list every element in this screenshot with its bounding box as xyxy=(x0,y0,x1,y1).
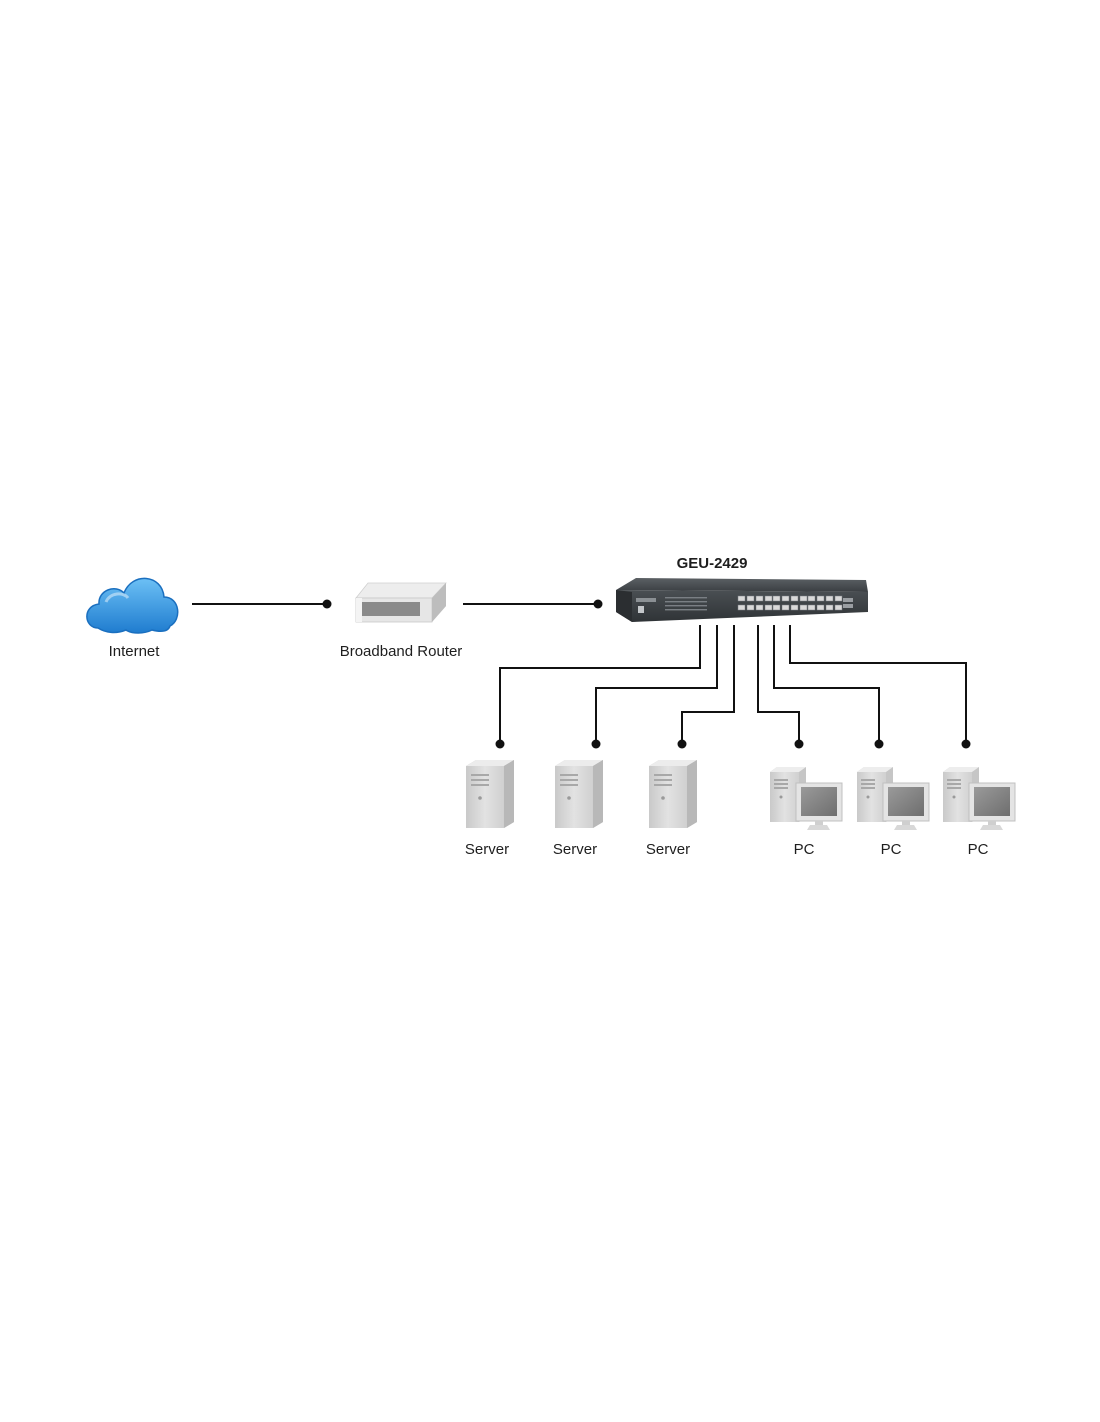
wire-switch-pc-1 xyxy=(757,625,800,742)
router-icon xyxy=(355,582,447,623)
server-icon xyxy=(466,760,514,828)
connector-dot xyxy=(677,739,687,749)
pc-icon xyxy=(856,766,930,831)
device-label: PC xyxy=(968,841,989,858)
wire-switch-server-2 xyxy=(595,625,718,742)
router-label: Broadband Router xyxy=(340,643,463,660)
connector-dot xyxy=(591,739,601,749)
switch-model-label: GEU-2429 xyxy=(677,555,748,572)
pc-icon xyxy=(769,766,843,831)
connection-lines xyxy=(192,599,971,749)
internet-label: Internet xyxy=(109,643,161,660)
switch-icon xyxy=(616,578,868,622)
device-server-2: Server xyxy=(553,760,603,858)
wire-switch-server-1 xyxy=(499,625,701,742)
device-label: PC xyxy=(881,841,902,858)
device-server-3: Server xyxy=(646,760,697,858)
device-pc-2: PC xyxy=(856,766,930,858)
device-label: Server xyxy=(465,841,509,858)
wire-switch-pc-3 xyxy=(789,625,967,742)
connector-dot xyxy=(794,739,804,749)
device-pc-1: PC xyxy=(769,766,843,858)
switch-node: GEU-2429 xyxy=(616,555,868,622)
device-label: Server xyxy=(646,841,690,858)
cloud-icon xyxy=(86,577,179,634)
device-server-1: Server xyxy=(465,760,514,858)
wire-switch-server-3 xyxy=(681,625,735,742)
wire-switch-pc-2 xyxy=(773,625,880,742)
connector-dot xyxy=(961,739,971,749)
device-label: Server xyxy=(553,841,597,858)
internet-node: Internet xyxy=(86,577,179,660)
connector-dot xyxy=(874,739,884,749)
connector-dot xyxy=(495,739,505,749)
router-node: Broadband Router xyxy=(340,582,463,660)
server-icon xyxy=(555,760,603,828)
device-label: PC xyxy=(794,841,815,858)
server-icon xyxy=(649,760,697,828)
connector-dot xyxy=(322,599,332,609)
device-pc-3: PC xyxy=(942,766,1016,858)
connector-dot xyxy=(593,599,603,609)
pc-icon xyxy=(942,766,1016,831)
